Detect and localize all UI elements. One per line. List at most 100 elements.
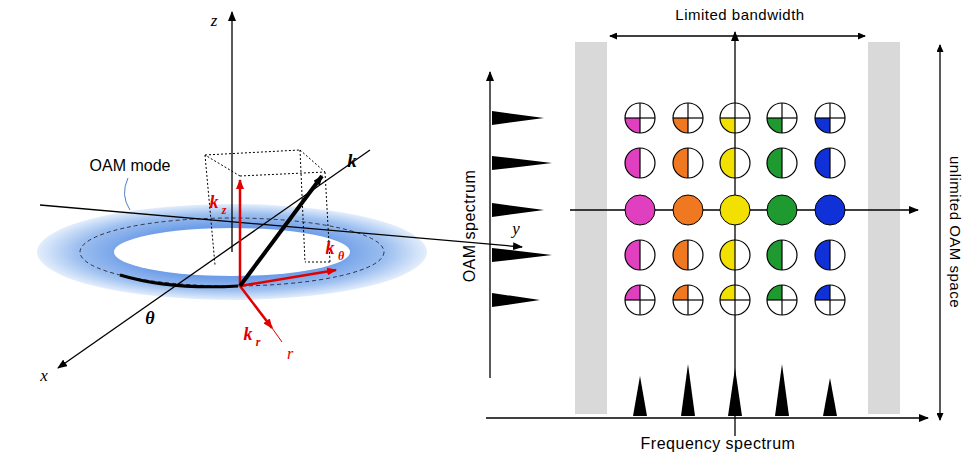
- oam-circle: [625, 285, 655, 315]
- frequency-spike: [728, 368, 742, 416]
- bandwidth-limits: [575, 42, 900, 414]
- vector-subscript: z: [222, 204, 227, 216]
- frequency-spike: [775, 364, 789, 416]
- grid-mark: [720, 117, 750, 118]
- grid-mark: [829, 148, 830, 178]
- oam-circle: [815, 103, 845, 133]
- oam-circle: [673, 285, 703, 315]
- oam-circle: [815, 285, 845, 315]
- oam-circle: [625, 285, 655, 315]
- oam-circle: [625, 148, 655, 178]
- grid-mark: [815, 148, 830, 178]
- ring-label: OAM mode: [88, 158, 173, 174]
- vector-label: k: [326, 239, 335, 257]
- grid-mark: [781, 148, 782, 178]
- grid-mark: [673, 240, 688, 270]
- vector-label: k: [347, 151, 357, 170]
- grid-mark: [625, 148, 640, 178]
- oam-circle: [720, 103, 750, 133]
- grid-mark: [734, 240, 735, 270]
- oam-circle: [767, 103, 797, 133]
- grid-mark: [767, 240, 782, 270]
- oam-circle: [625, 240, 655, 270]
- axes: [40, 12, 522, 368]
- oam-spike: [492, 111, 544, 125]
- oam-circle: [815, 240, 845, 270]
- oam-circle: [673, 240, 703, 270]
- grid-mark: [625, 240, 640, 270]
- grid-mark: [815, 240, 830, 270]
- grid-mark: [625, 299, 655, 300]
- oam-circle: [815, 148, 845, 178]
- vector-subscript: θ: [338, 250, 344, 262]
- oam-circle: [625, 195, 655, 225]
- oam-circle: [673, 195, 703, 225]
- axis-title: OAM spectrum: [462, 170, 478, 283]
- grid-mark: [767, 299, 797, 300]
- oam-circle: [767, 148, 797, 178]
- axis-title: Frequency spectrum: [639, 436, 798, 452]
- oam-circle: [625, 148, 655, 178]
- oam-circle: [815, 240, 845, 270]
- frequency-spike: [633, 376, 647, 416]
- grid-mark: [639, 240, 640, 270]
- oam-circle: [815, 103, 845, 133]
- oam-circle: [720, 240, 750, 270]
- grid-mark: [673, 299, 703, 300]
- grid-mark: [673, 117, 703, 118]
- grid-mark: [734, 148, 735, 178]
- oam-circle: [673, 103, 703, 133]
- oam-circle: [720, 148, 750, 178]
- grid-mark: [625, 117, 655, 118]
- oam-spike: [492, 248, 552, 262]
- oam-spike: [492, 156, 552, 170]
- axis-label: x: [40, 367, 48, 384]
- grid-mark: [673, 148, 688, 178]
- vector-label: k: [210, 193, 219, 211]
- oam-circle: [625, 103, 655, 133]
- grid-mark: [639, 148, 640, 178]
- oam-frequency-grid: [625, 103, 845, 315]
- oam-circle: [767, 148, 797, 178]
- grid-mark: [781, 240, 782, 270]
- vector-label: k: [244, 325, 253, 343]
- axis-label: z: [211, 12, 218, 29]
- axis-label: y: [512, 220, 520, 237]
- wave-vectors: [240, 176, 336, 342]
- oam-circle: [767, 103, 797, 133]
- oam-circle: [673, 285, 703, 315]
- oam-circle: [767, 195, 797, 225]
- spectrum-axes: [486, 32, 940, 440]
- frequency-spike: [681, 364, 695, 416]
- oam-spike: [492, 203, 544, 217]
- grid-mark: [767, 148, 782, 178]
- grid-mark: [720, 148, 735, 178]
- axis-title: unlimited OAM space: [948, 156, 963, 308]
- oam-circle: [767, 240, 797, 270]
- vector-subscript: r: [256, 336, 261, 348]
- oam-circle: [720, 285, 750, 315]
- axis-title: Limited bandwidth: [673, 7, 806, 22]
- oam-circle: [767, 240, 797, 270]
- oam-circle: [625, 103, 655, 133]
- oam-spike: [492, 293, 540, 307]
- grid-mark: [687, 148, 688, 178]
- theta-arc: [120, 275, 238, 287]
- oam-circle: [720, 103, 750, 133]
- oam-circle: [815, 148, 845, 178]
- axis-label: r: [287, 346, 293, 362]
- grid-mark: [829, 240, 830, 270]
- frequency-spike: [823, 378, 837, 416]
- oam-circle: [673, 240, 703, 270]
- oam-circle: [720, 240, 750, 270]
- grid-mark: [815, 117, 845, 118]
- oam-circle: [673, 148, 703, 178]
- oam-circle: [673, 103, 703, 133]
- oam-circle: [720, 195, 750, 225]
- oam-circle: [720, 285, 750, 315]
- oam-circle: [720, 148, 750, 178]
- spectrum-spikes: [492, 111, 837, 416]
- oam-circle: [767, 285, 797, 315]
- grid-mark: [687, 240, 688, 270]
- grid-mark: [815, 299, 845, 300]
